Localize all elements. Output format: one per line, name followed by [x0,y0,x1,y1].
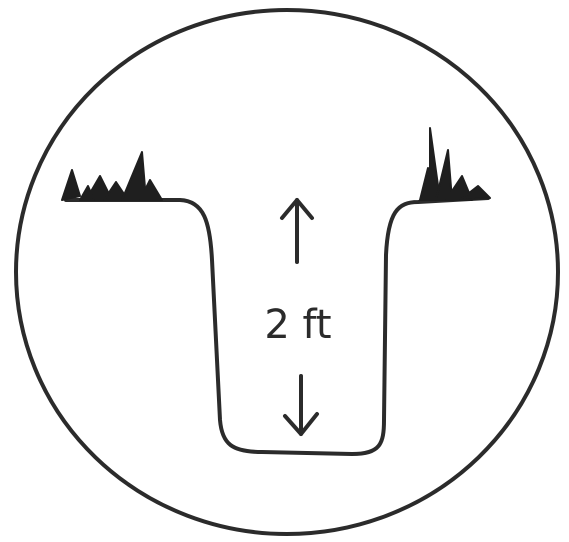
grass-tuft-icon-left [62,152,162,200]
grass-tuft-icon-right [420,128,490,200]
up-arrow-icon [282,200,312,262]
circle-frame [16,10,558,534]
depth-label: 2 ft [248,303,348,347]
down-arrow-icon [285,376,317,434]
